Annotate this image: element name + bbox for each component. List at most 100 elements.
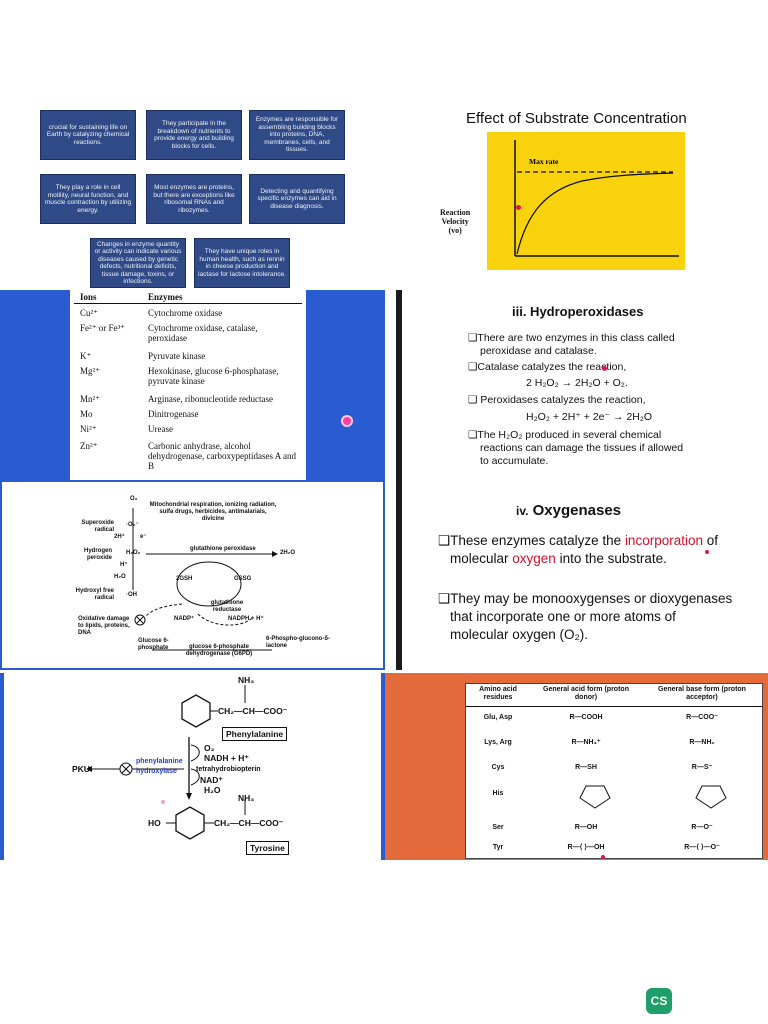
electron-label: e⁻: [140, 534, 147, 540]
acid-form-cell: R—COOH: [569, 714, 603, 721]
phenylalanine-conversion-panel: NH₃ CH₂—CH—COO⁻ Phenylalanine O₂ NADH + …: [0, 673, 385, 860]
residue-cell: Glu, Asp: [483, 714, 513, 721]
residue-cell: Tyr: [492, 844, 504, 851]
fact-tile: crucial for sustaining life on Earth by …: [40, 110, 136, 160]
pathway-arrows-svg: [132, 508, 278, 651]
enzyme-facts-panel: crucial for sustaining life on Earth by …: [0, 100, 385, 290]
enzyme-label: phenylalanine hydroxylase: [136, 758, 183, 775]
enzyme-cell: Urease: [148, 424, 173, 434]
residue-cell: His: [492, 790, 504, 797]
ros-sources-label: Mitochondrial respiration, ionizing radi…: [149, 502, 277, 522]
acid-base-residues-panel: Amino acid residues General acid form (p…: [385, 673, 768, 860]
residue-cell: Cys: [491, 764, 505, 771]
glutathione-reductase-label: glutathione reductase: [210, 600, 244, 613]
acid-form-cell: R—OH: [574, 824, 598, 831]
metal-ions-panel: Ions Enzymes Cu²⁺ Cytochrome oxidase Fe²…: [0, 290, 385, 480]
bullet-text: ❑There are two enzymes in this class cal…: [468, 332, 675, 344]
acid-form-cell: R—SH: [575, 764, 597, 771]
pointer-dot: [705, 550, 709, 554]
saturation-curve: [516, 172, 674, 255]
bullet-text: ❑Catalase catalyzes the reaction,: [468, 361, 627, 373]
bullet-line: ❑They may be monooxygenses or dioxygenas…: [438, 591, 733, 606]
text-run: of: [702, 533, 718, 548]
enzyme-cell: Cytochrome oxidase, catalase, peroxidase: [148, 323, 258, 343]
base-form-cell: R—O⁻: [691, 824, 713, 831]
pointer-dot: [161, 800, 165, 804]
amine-group: NH₃: [238, 675, 255, 685]
ion-cell: K⁺: [80, 351, 92, 361]
nadp-label: NADP⁺: [174, 616, 195, 622]
section-heading: iv. Oxygenases: [516, 502, 621, 519]
ion-cell: Fe²⁺ or Fe³⁺: [80, 323, 125, 333]
header-rule: [74, 303, 302, 304]
bullet-line: molecular oxygen into the substrate.: [450, 550, 667, 568]
o2-input: O₂: [204, 743, 215, 753]
highlight-word: incorporation: [624, 533, 703, 548]
phenylalanine-label: Phenylalanine: [222, 727, 288, 741]
gpx-label: glutathione peroxidase: [190, 546, 256, 552]
superoxide-label: Superoxide radical: [81, 520, 114, 533]
fact-tile: Enzymes are responsible for assembling b…: [249, 110, 345, 160]
section-heading: iii. Hydroperoxidases: [512, 304, 644, 319]
water-label: H₂O: [114, 574, 126, 580]
text-run: into the substrate.: [555, 551, 667, 566]
gssg-label: GSSG: [234, 576, 252, 582]
substrate-concentration-panel: Effect of Substrate Concentration Max ra…: [400, 100, 768, 290]
enzyme-cell: Arginase, ribonucleotide reductase: [148, 394, 274, 404]
side-chain: CH₂—CH—COO⁻: [218, 706, 288, 716]
enzyme-cell: Dinitrogenase: [148, 409, 199, 419]
heading-main: Oxygenases: [532, 502, 622, 519]
column-header-ions: Ions: [80, 292, 97, 302]
right-blue-band: [306, 290, 385, 480]
pointer-dot: [602, 366, 607, 371]
pointer-dot: [343, 417, 351, 425]
pku-label: PKU: [72, 764, 90, 774]
bullet-line: that incorporate one or more atoms of: [450, 609, 676, 624]
equation: 2 H₂O₂ → 2H₂O + O₂.: [526, 377, 628, 389]
lactone-label: 6-Phospho-glucono-δ-lactone: [266, 636, 330, 649]
oxidative-stress-diagram-panel: O₂ Mitochondrial respiration, ionizing r…: [0, 480, 385, 670]
oxygenases-panel: iv. Oxygenases ❑These enzymes catalyze t…: [396, 480, 768, 670]
nad-output: NAD⁺: [200, 775, 223, 785]
bullet-text: to accumulate.: [480, 455, 549, 467]
hydroxyl-label: Hydroxyl free radical: [75, 588, 114, 601]
column-header: General acid form (proton donor): [543, 686, 629, 701]
scanner-app-logo: CS: [646, 988, 672, 1014]
bullet-text: ❑ Peroxidases catalyzes the reaction,: [468, 394, 646, 406]
hydrogen-peroxide-label: Hydrogen peroxide: [83, 548, 112, 561]
fact-tile: Most enzymes are proteins, but there are…: [146, 174, 242, 224]
enzyme-cell: Carbonic anhydrase, alcohol dehydrogenas…: [148, 441, 296, 471]
fact-tile: Changes in enzyme quantity or activity c…: [90, 238, 186, 288]
water-output: H₂O: [204, 785, 221, 795]
base-form-cell: R—COO⁻: [686, 714, 718, 721]
enzyme-cell: Hexokinase, glucose 6-phosphatase, pyruv…: [148, 366, 279, 386]
y-label-line: (vo): [448, 226, 462, 235]
enzyme-cell: Cytochrome oxidase: [148, 308, 223, 318]
y-label-line: Velocity: [441, 217, 469, 226]
max-rate-label: Max rate: [529, 157, 559, 166]
imidazole-rings-svg: [579, 785, 727, 809]
damage-label: Oxidative damage to lipids, proteins, DN…: [78, 616, 130, 636]
ion-cell: Zn²⁺: [80, 441, 98, 451]
g6pd-label: glucose 6-phosphate dehydrogenase (G6PD): [185, 644, 253, 657]
bullet-line: molecular oxygen (O₂).: [450, 627, 589, 642]
left-blue-band: [0, 290, 70, 480]
hydroperoxidases-panel: iii. Hydroperoxidases ❑There are two enz…: [396, 290, 768, 480]
proton-label: H⁺: [120, 562, 128, 568]
fact-tile: Detecting and quantifying specific enzym…: [249, 174, 345, 224]
fact-tile: They play a role in cell motility, neura…: [40, 174, 136, 224]
acid-base-table: Amino acid residues General acid form (p…: [465, 683, 763, 859]
gsh-label: 2GSH: [176, 576, 193, 582]
amine-group: NH₃: [238, 793, 255, 803]
hydroxyl-group: HO: [148, 818, 161, 828]
cofactor-label: tetrahydrobiopterin: [196, 766, 261, 773]
column-header: General base form (proton acceptor): [658, 686, 746, 701]
side-chain: CH₂—CH—COO⁻: [214, 818, 284, 828]
bullet-line: ❑These enzymes catalyze the incorporatio…: [438, 532, 718, 550]
bullet-text: ❑The H₂O₂ produced in several chemical: [468, 429, 662, 441]
nadh-input: NADH + H⁺: [204, 753, 249, 763]
ion-cell: Cu²⁺: [80, 308, 98, 318]
base-form-cell: R—⟨ ⟩—O⁻: [684, 844, 720, 851]
y-axis-label: Reaction Velocity (vo): [440, 208, 470, 235]
text-run: ❑These enzymes catalyze the: [438, 533, 625, 548]
